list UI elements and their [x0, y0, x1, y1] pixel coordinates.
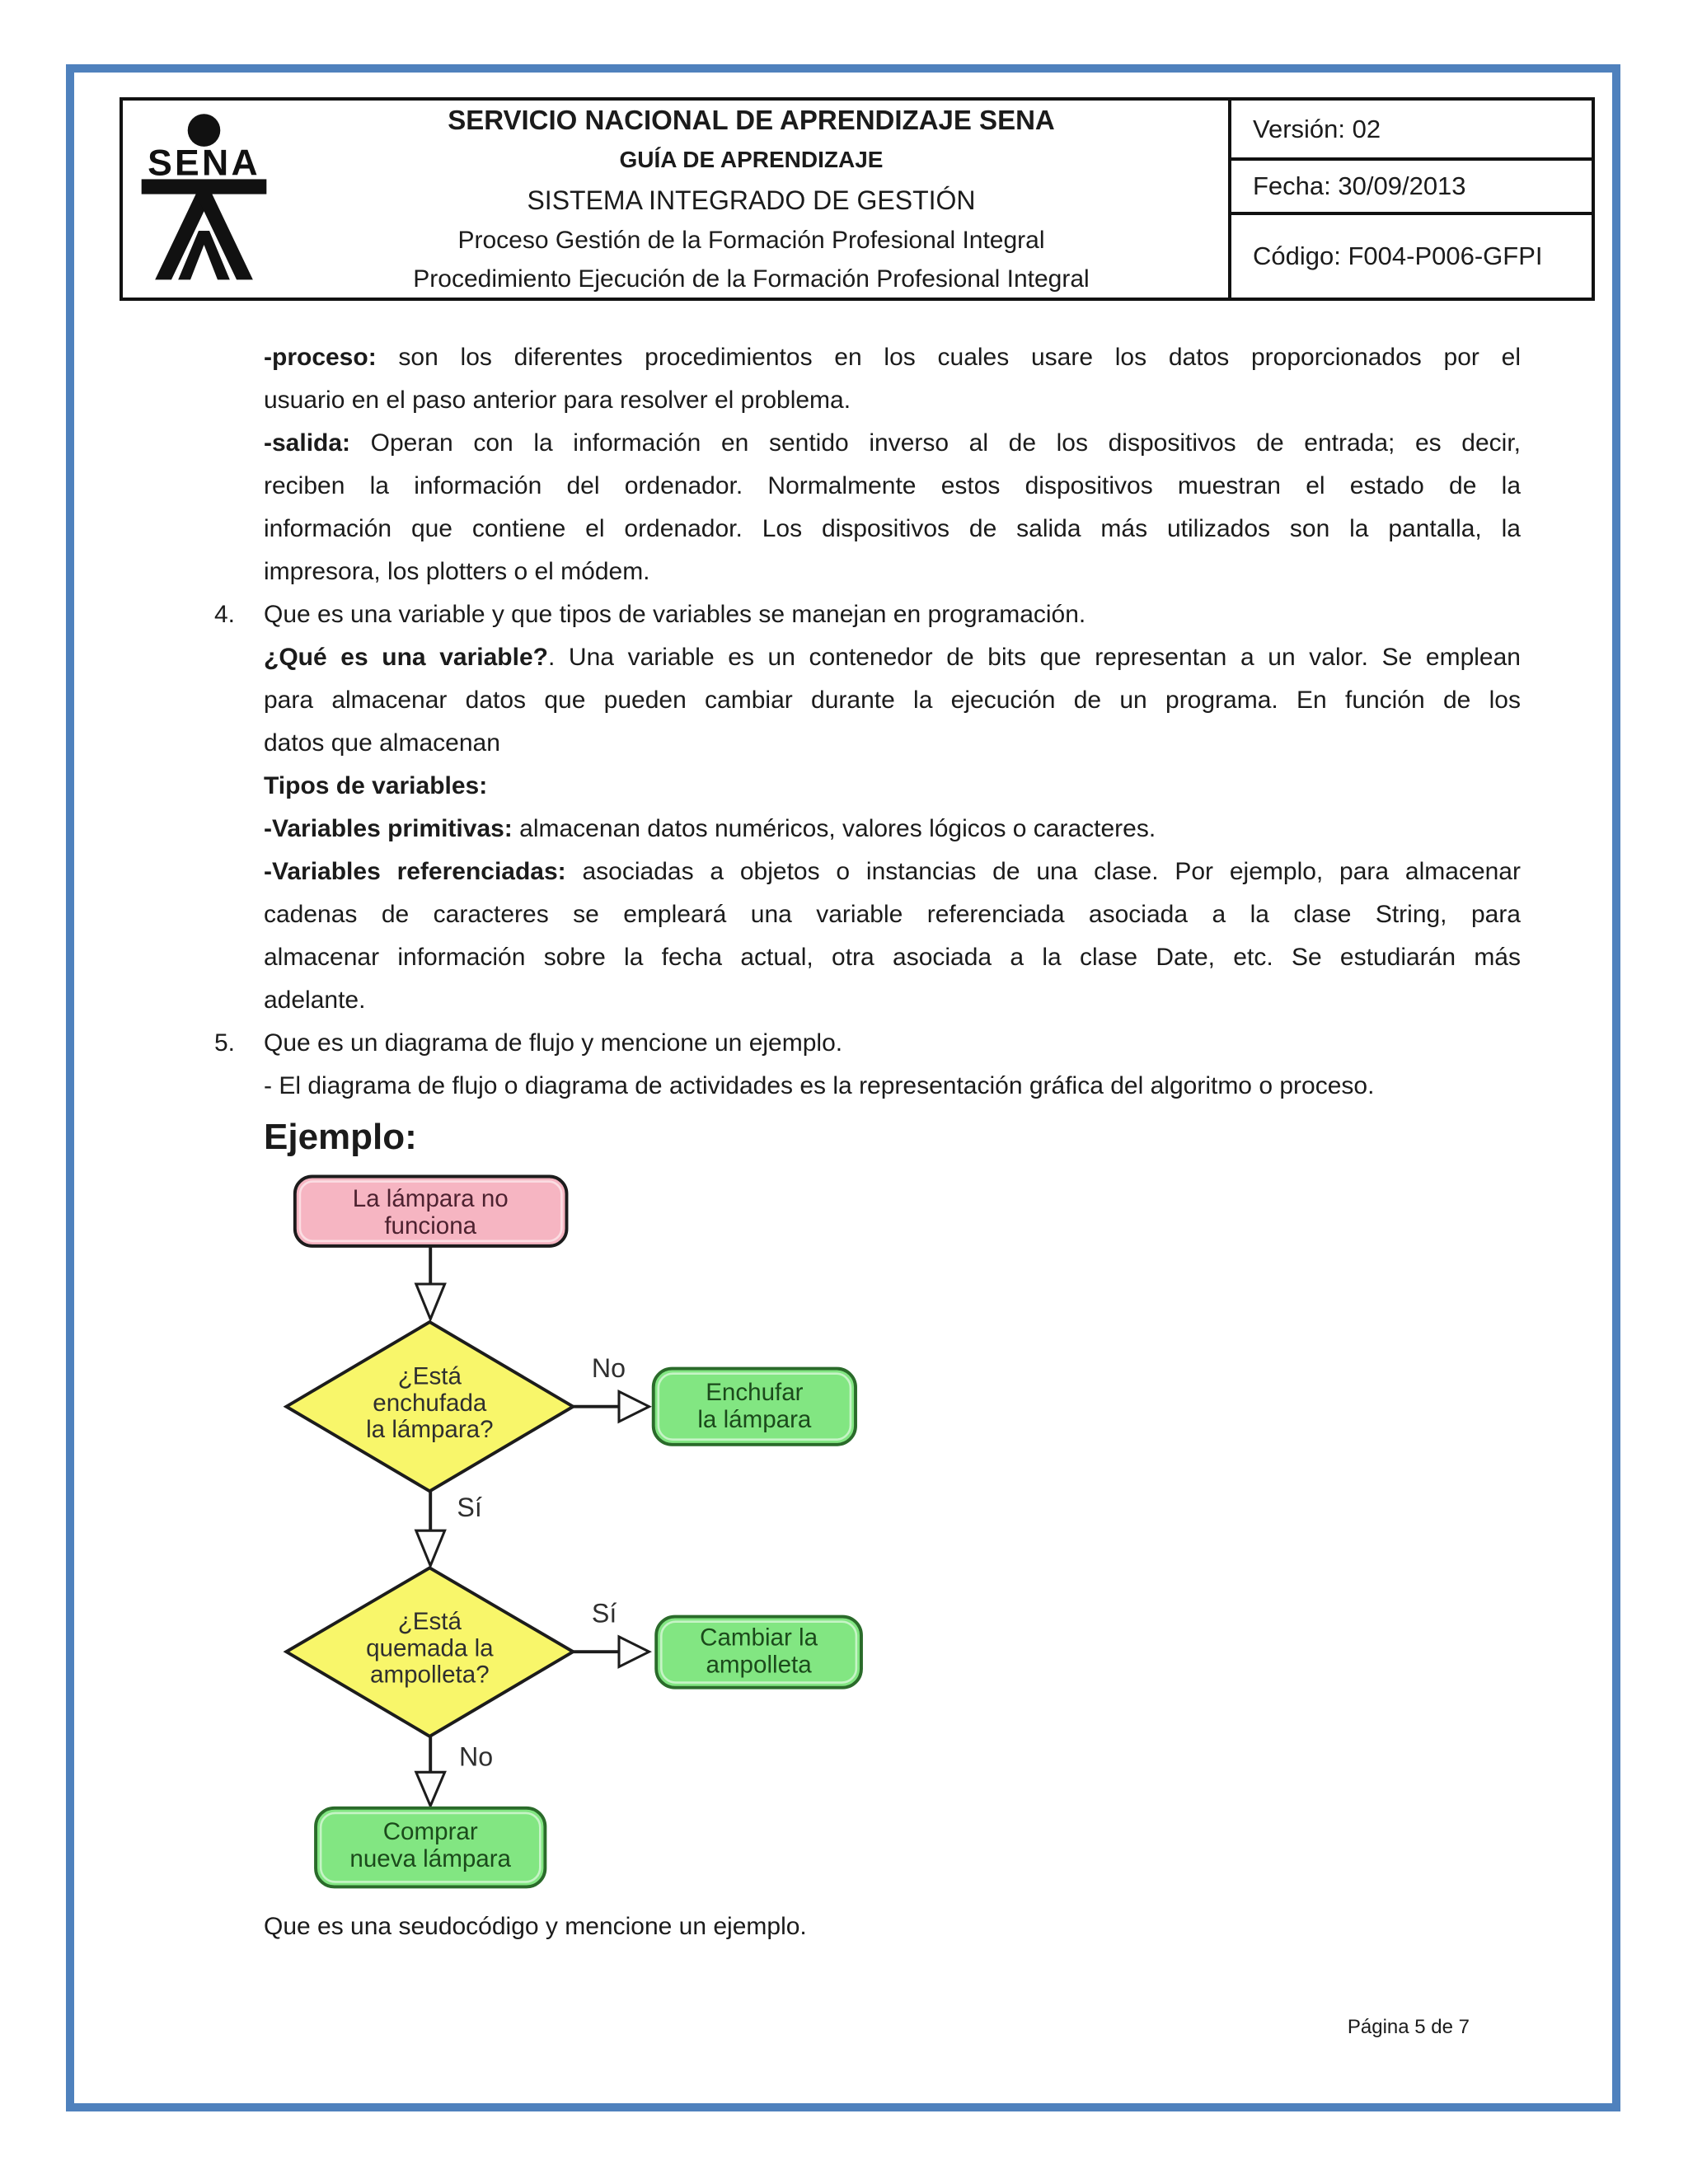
decision-2-label: ¿Está — [398, 1608, 462, 1635]
bold-lead: -Variables primitivas: — [264, 815, 513, 842]
start-node-label: funciona — [384, 1212, 476, 1240]
numbered-item-5: 5.Que es un diagrama de flujo y mencione… — [214, 1022, 1521, 1065]
action-node-highlight — [659, 1620, 858, 1684]
action-node-highlight — [319, 1811, 542, 1883]
si-label-1: Sí — [457, 1493, 481, 1522]
bold-lead: -Variables referenciadas: — [264, 858, 566, 885]
header-left-cell: SENA SERVICIO NACIONAL DE APRENDIZAJE SE… — [123, 101, 1231, 298]
flowchart-diagram: La lámpara no funciona ¿Está enchufada l… — [283, 1174, 863, 1889]
logo-leg-right — [195, 194, 253, 280]
text-line: -Variables referenciadas: asociadas a ob… — [264, 858, 1521, 885]
text-line: para almacenar datos que pueden cambiar … — [264, 687, 1521, 714]
no-label-2: No — [459, 1741, 493, 1771]
numbered-item-4: 4.Que es una variable y que tipos de var… — [214, 593, 1521, 636]
arrow-right-icon — [617, 1389, 652, 1424]
arrow-right-icon — [617, 1634, 652, 1669]
text-line: usuario en el paso anterior para resolve… — [264, 387, 851, 414]
arrow-down-icon — [414, 1529, 447, 1569]
body-text: -proceso: son los diferentes procedimien… — [214, 336, 1521, 1108]
decision-2-label: quemada la — [366, 1634, 494, 1661]
header-table: SENA SERVICIO NACIONAL DE APRENDIZAJE SE… — [120, 97, 1595, 301]
decision-1-label: ¿Está — [398, 1363, 462, 1390]
bold-lead: Tipos de variables: — [264, 772, 488, 799]
version-cell: Versión: 02 — [1253, 114, 1381, 143]
logo-arms — [141, 179, 267, 194]
question-text: Que es una seudocódigo y mencione un eje… — [264, 1913, 807, 1940]
text-line: impresora, los plotters o el módem. — [264, 558, 650, 585]
no-label-1: No — [592, 1353, 626, 1383]
action-1-label: la lámpara — [697, 1406, 812, 1433]
action-2-label: ampolleta — [706, 1651, 812, 1678]
header-right-column: Versión: 02 Fecha: 30/09/2013 Código: F0… — [1231, 101, 1592, 298]
header-title-proceso: Proceso Gestión de la Formación Profesio… — [457, 226, 1045, 254]
text-line: -Variables primitivas: almacenan datos n… — [264, 815, 1156, 842]
action-node-enchufar — [651, 1366, 857, 1446]
text-line: almacenar información sobre la fecha act… — [264, 944, 1521, 971]
arrow-down-icon — [414, 1282, 447, 1323]
text-line: ¿Qué es una variable?. Una variable es u… — [264, 644, 1521, 671]
text-line: - El diagrama de flujo o diagrama de act… — [264, 1072, 1375, 1099]
logo-head — [187, 114, 221, 147]
text-line: datos que almacenan — [264, 729, 500, 757]
logo-text: SENA — [148, 143, 260, 183]
text-line: cadenas de caracteres se empleará una va… — [264, 901, 1521, 928]
bold-lead: ¿Qué es una variable? — [264, 644, 548, 671]
header-title-guia: GUÍA DE APRENDIZAJE — [619, 146, 884, 172]
ejemplo-heading: Ejemplo: — [264, 1117, 417, 1157]
fecha-cell: Fecha: 30/09/2013 — [1231, 157, 1592, 212]
sena-logo-icon: SENA — [141, 114, 267, 280]
start-node-highlight — [298, 1180, 563, 1243]
decision-1-label: la lámpara? — [366, 1416, 493, 1443]
text-line: información que contiene el ordenador. L… — [264, 515, 1521, 542]
item-number: 4. — [214, 601, 236, 628]
text-line: -salida: Operan con la información en se… — [264, 429, 1521, 457]
action-node-highlight — [657, 1372, 852, 1441]
header-title-procedimiento: Procedimiento Ejecución de la Formación … — [413, 265, 1090, 293]
header-title-main: SERVICIO NACIONAL DE APRENDIZAJE SENA — [448, 104, 1055, 135]
arrow-down-icon — [414, 1770, 447, 1810]
text-line: adelante. — [264, 987, 366, 1014]
action-3-label: nueva lámpara — [349, 1845, 511, 1872]
decision-1-label: enchufada — [373, 1390, 487, 1417]
page-border-frame — [66, 64, 1620, 2111]
si-label-2: Sí — [592, 1599, 617, 1629]
action-node-cambiar — [654, 1615, 863, 1690]
action-2-label: Cambiar la — [700, 1624, 818, 1651]
logo-leg-left — [155, 194, 213, 280]
codigo-cell: Código: F004-P006-GFPI — [1231, 212, 1592, 298]
logo-inner-right — [198, 231, 230, 280]
start-node-label: La lámpara no — [353, 1185, 509, 1212]
action-1-label: Enchufar — [706, 1379, 803, 1406]
text-line: -proceso: son los diferentes procedimien… — [264, 344, 1521, 371]
text-line: reciben la información del ordenador. No… — [264, 472, 1521, 499]
bold-lead: -proceso: — [264, 344, 377, 371]
action-3-label: Comprar — [383, 1818, 478, 1845]
text-line: Tipos de variables: — [264, 765, 1521, 808]
bold-lead: -salida: — [264, 429, 351, 457]
decision-2-label: ampolleta? — [370, 1661, 490, 1689]
page-number: Página 5 de 7 — [1347, 2016, 1470, 2038]
logo-inner-left — [178, 231, 210, 280]
header-title-sistema: SISTEMA INTEGRADO DE GESTIÓN — [527, 185, 976, 215]
action-node-comprar — [314, 1806, 547, 1889]
item-number: 5. — [214, 1029, 236, 1057]
header-titles: SERVICIO NACIONAL DE APRENDIZAJE SENA GU… — [288, 101, 1215, 298]
